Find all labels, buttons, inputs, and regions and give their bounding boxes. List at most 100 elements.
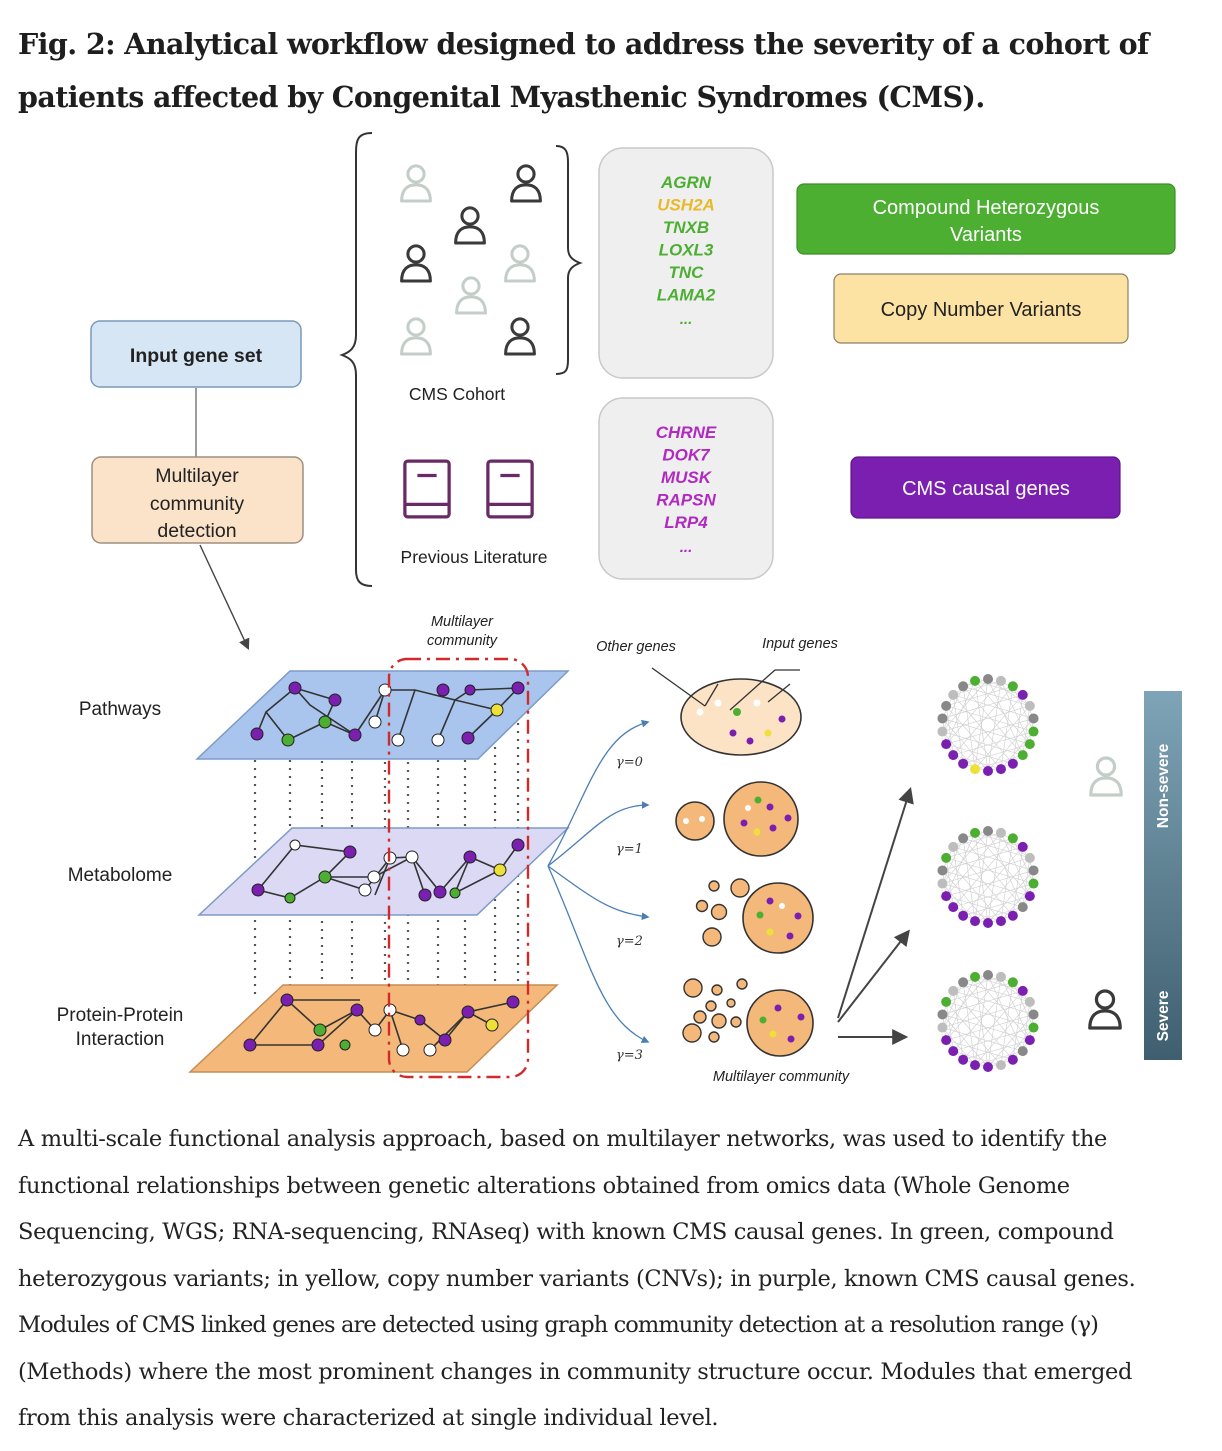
input-gene-set-label: Input gene set [130,345,263,367]
gamma-3-label: γ=3 [616,1048,643,1063]
graph-node [970,764,981,775]
graph-node [970,916,981,927]
graph-edge [1012,686,1034,732]
other-genes-label: Other genes [596,639,676,655]
graph-edge [953,838,1014,908]
graph-edge [962,846,1023,916]
graph-edge [946,1001,1034,1028]
graph-edge [1012,846,1024,916]
patient-severe-icon [454,206,486,245]
graph-edge [1022,705,1031,756]
graph-edge [974,754,1023,770]
compound-label-line1: Compound Heterozygous [873,197,1100,219]
graph-edge [942,686,964,732]
ppi-label-line1: Protein-Protein [57,1005,184,1026]
graph-node [1017,902,1028,913]
patient-severe-icon [510,164,542,203]
graph-node [1017,1046,1028,1057]
graph-node [1028,1022,1039,1033]
graph-edge [942,857,1030,884]
literature-gene: CHRNE [656,423,717,442]
graph-node [1007,1054,1018,1065]
figure-caption: A multi-scale functional analysis approa… [18,1116,1218,1442]
graph-edge [942,1001,1030,1028]
gamma-0-community [651,667,802,756]
cms-cohort-label: CMS Cohort [409,384,505,404]
copy-number-variants-legend: Copy Number Variants [833,273,1129,344]
graph-edge [974,976,989,1068]
graph-edge [942,731,976,770]
graph-edge [1000,883,1034,922]
cohort-gene: TNC [669,263,705,282]
graph-node [970,827,981,838]
individual-graph-2 [937,826,1039,928]
graph-edge [974,1050,1023,1066]
cohort-genes-ellipsis: ... [680,311,693,328]
literature-genes-box [598,397,774,580]
graph-edge [962,982,976,1066]
graph-edge [987,678,1031,707]
graph-node [995,675,1006,686]
graph-edge [945,857,954,908]
graph-edge [945,705,1002,770]
individual-graph-1 [937,674,1039,776]
graph-edge [953,686,1014,756]
graph-edge [945,832,976,897]
pathways-layer [195,670,570,760]
graph-edge [1000,731,1034,770]
graph-edge [942,718,989,772]
graph-edge [942,705,1030,732]
graph-edge [974,832,1031,897]
patient-severe-icon [400,244,432,283]
detection-label-line2: community [150,493,245,515]
graph-edge [974,906,1023,922]
graph-node [1017,750,1028,761]
left-brace [339,132,373,587]
workflow-figure: Input gene set Multilayer community dete… [57,132,1182,1085]
graph-node [970,1060,981,1071]
graph-edge [974,832,989,924]
graph-node [941,700,952,711]
literature-gene: RAPSN [656,491,716,510]
caption-line: (Methods) where the most prominent chang… [18,1358,1133,1385]
input-genes-label: Input genes [762,636,838,652]
graph-node [1017,841,1028,852]
graph-edge [953,731,1034,756]
graph-node [1007,977,1018,988]
graph-edge [946,982,1013,1003]
graph-edge [945,705,954,756]
graph-edge [953,1027,1034,1052]
graph-edge [952,694,964,764]
graph-node [983,826,993,836]
graph-edge [963,743,1030,764]
graph-node [1024,996,1035,1007]
graph-node [1024,891,1035,902]
graph-edge [974,680,989,772]
graph-node [970,971,981,982]
graph-edge [974,680,1023,696]
graph-node [948,689,959,700]
graph-edge [963,686,1030,707]
graph-edge [946,686,1013,707]
graph-edge [952,846,964,916]
cohort-gene: LAMA2 [657,286,716,305]
graph-node [958,977,969,988]
graph-edge [962,838,1023,908]
graph-edge [1000,976,1031,1041]
graph-node [1007,758,1018,769]
cohort-gene: LOXL3 [659,241,714,260]
graph-edge [987,830,1031,859]
gamma-2-community [695,878,814,954]
graph-edge [953,982,1014,1052]
graph-edge [945,680,976,745]
graph-edge [953,906,1002,922]
graph-node [995,971,1006,982]
graph-edge [1012,694,1024,764]
input-gene-set-box: Input gene set [90,320,302,388]
multilayer-community-outline [387,657,530,1079]
graph-edge [942,870,1030,897]
graph-node [1024,739,1035,750]
graph-node [948,750,959,761]
